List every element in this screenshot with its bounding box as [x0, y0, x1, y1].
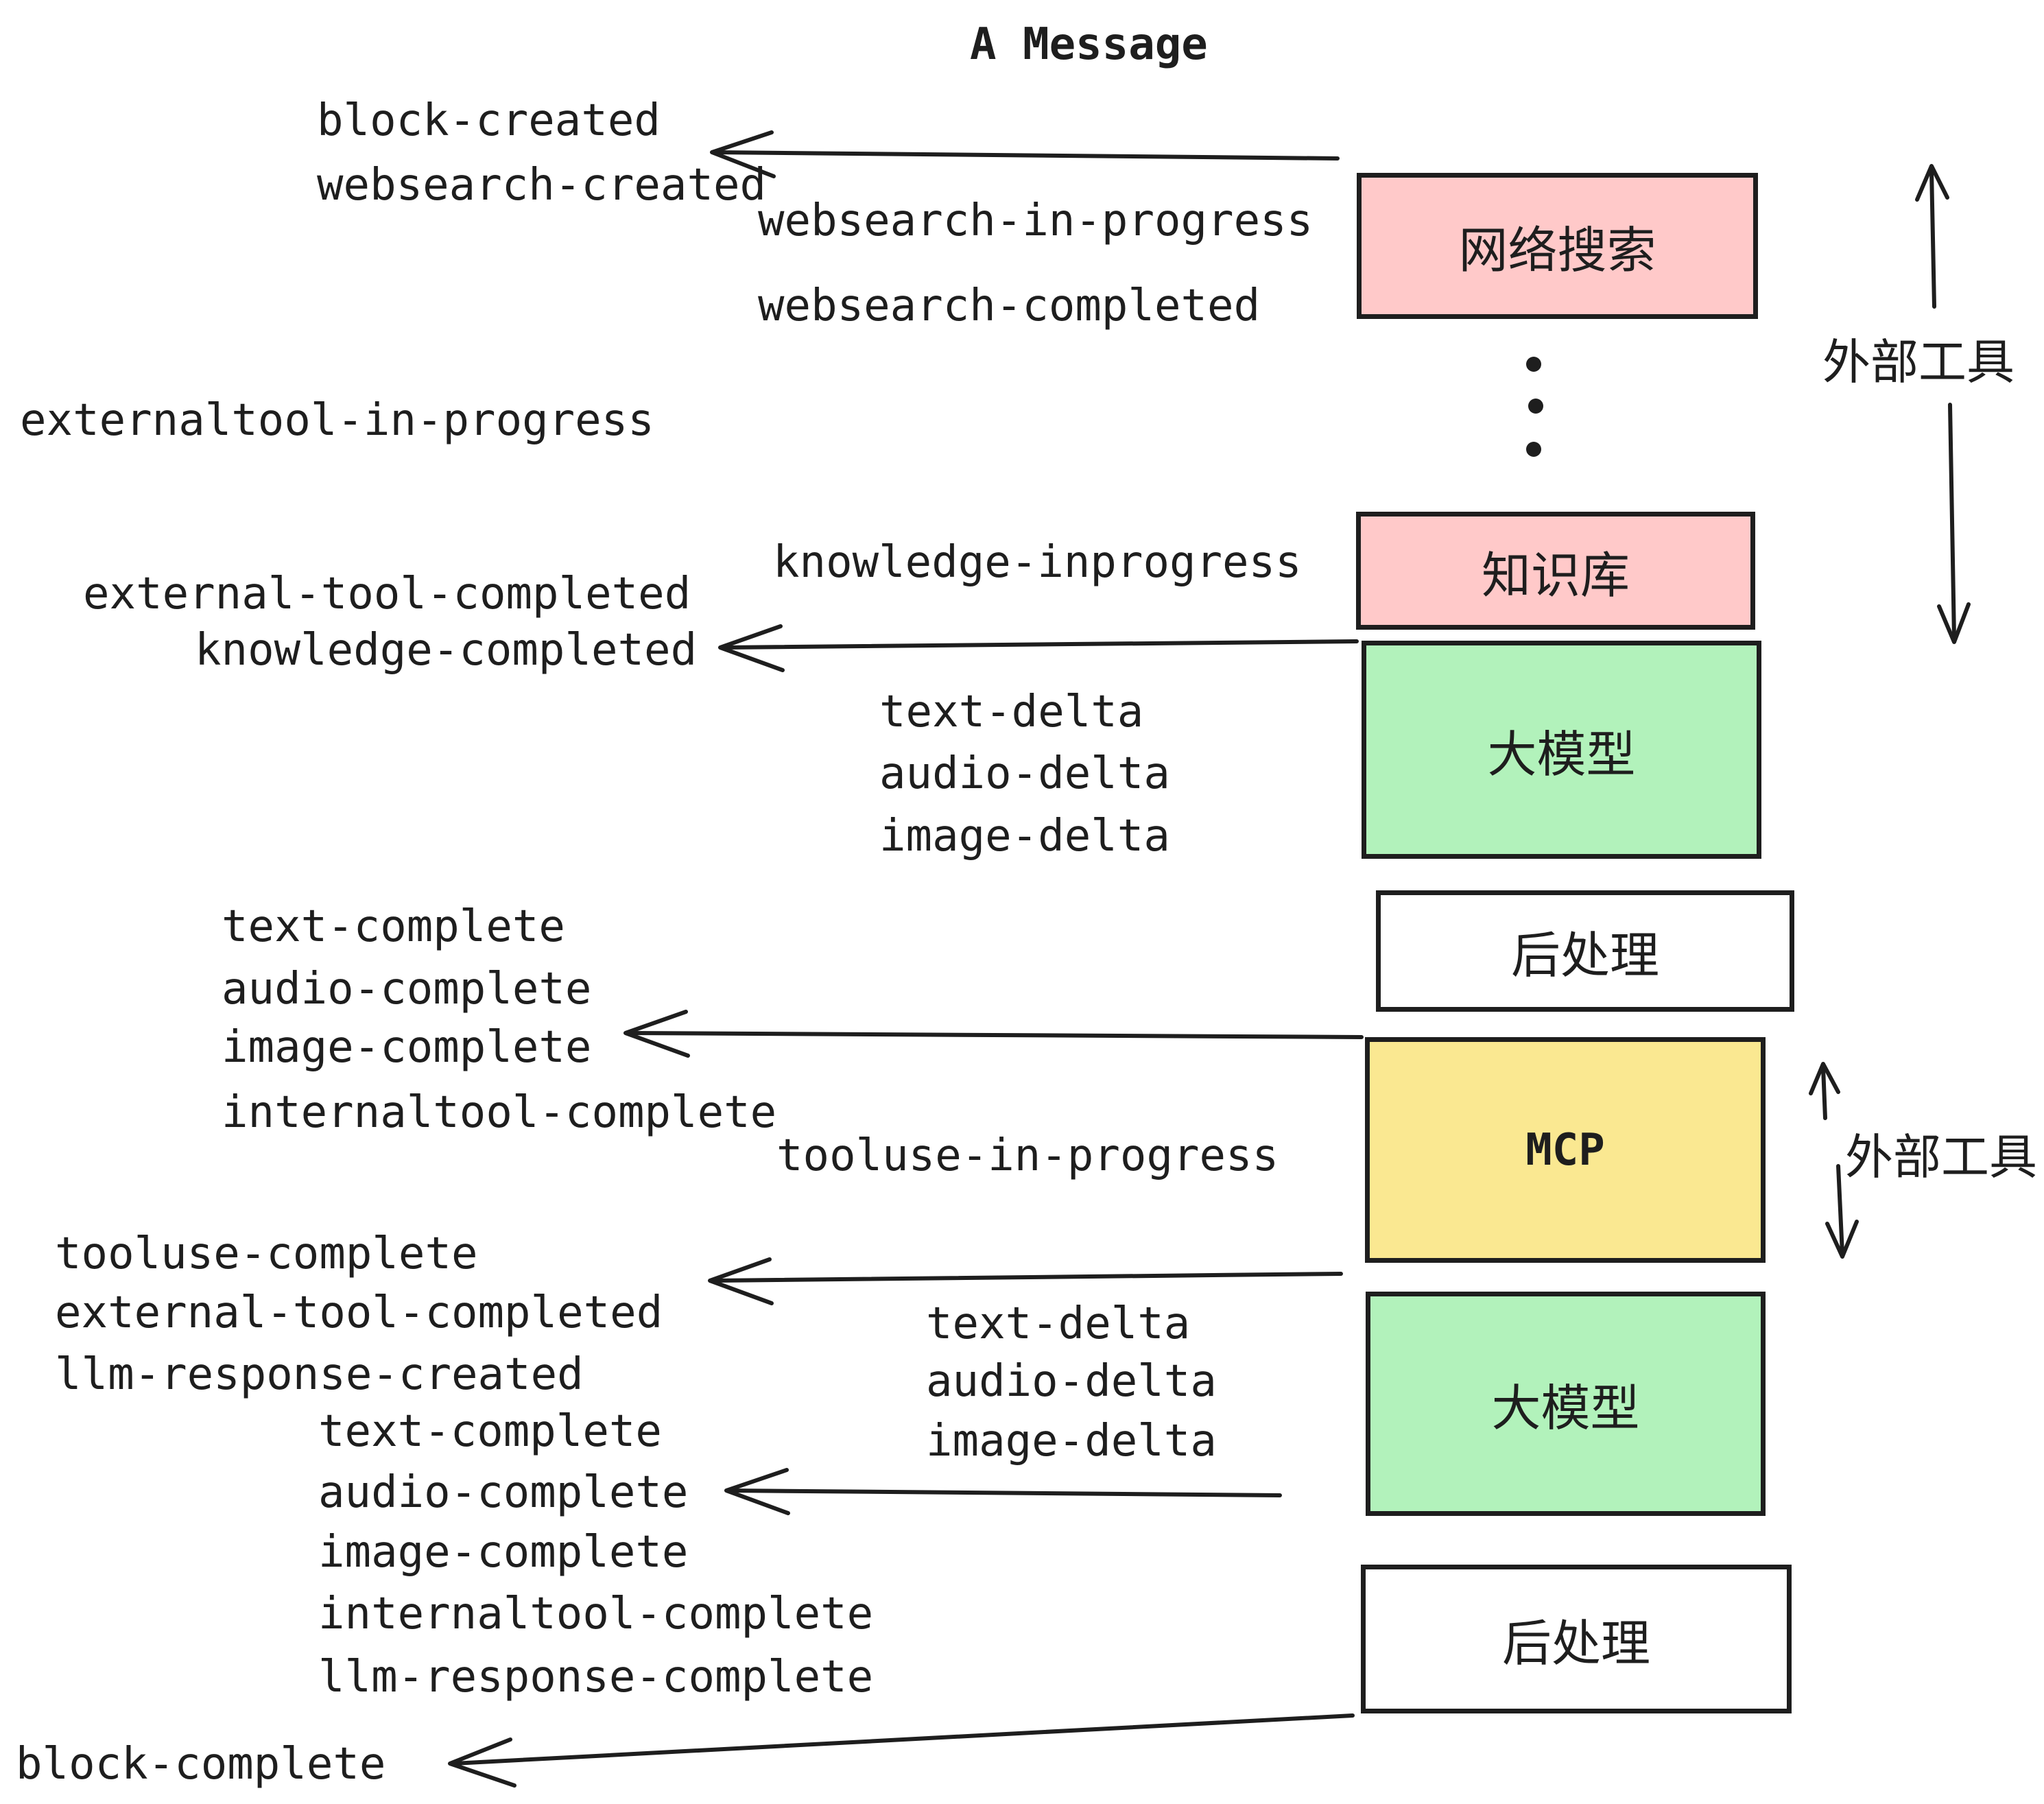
event-label-externaltool-in-progress: externaltool-in-progress — [20, 395, 654, 446]
event-label-llm-response-complete: llm-response-complete — [318, 1652, 874, 1702]
event-label-text-delta-2: text-delta — [926, 1298, 1191, 1349]
box-mcp: MCP — [1365, 1037, 1766, 1263]
side-label-external-tools-top: 外部工具 — [1822, 335, 2015, 389]
side-label-external-tools-mcp: 外部工具 — [1845, 1130, 2037, 1184]
event-label-text-complete-1: text-complete — [222, 901, 565, 952]
box-llm-1: 大模型 — [1362, 641, 1761, 859]
event-label-tooluse-complete: tooluse-complete — [55, 1229, 478, 1279]
event-label-knowledge-inprogress: knowledge-inprogress — [773, 537, 1302, 588]
box-postprocess-1-label: 后处理 — [1510, 929, 1659, 984]
event-label-audio-complete-1: audio-complete — [222, 964, 592, 1014]
box-postprocess-1: 后处理 — [1376, 890, 1794, 1012]
box-postprocess-2-label: 后处理 — [1501, 1617, 1650, 1672]
event-label-llm-response-created: llm-response-created — [55, 1349, 584, 1400]
event-label-audio-delta-1: audio-delta — [879, 748, 1170, 799]
box-mcp-label: MCP — [1525, 1124, 1605, 1176]
box-websearch: 网络搜索 — [1357, 173, 1758, 319]
box-knowledge-label: 知识库 — [1481, 548, 1630, 604]
box-llm-2-label: 大模型 — [1491, 1381, 1640, 1436]
event-label-tooluse-in-progress: tooluse-in-progress — [776, 1130, 1279, 1181]
event-label-websearch-completed: websearch-completed — [758, 281, 1261, 331]
arrow-left-image-complete-icon — [623, 1010, 1364, 1058]
event-label-internaltool-complete-1: internaltool-complete — [222, 1087, 777, 1138]
box-websearch-label: 网络搜索 — [1458, 224, 1656, 278]
arrow-left-tooluse-complete-icon — [708, 1257, 1343, 1305]
page-title: A Message — [970, 19, 1208, 70]
event-label-external-tool-completed-1: external-tool-completed — [83, 569, 691, 619]
event-label-image-delta-1: image-delta — [879, 811, 1170, 862]
event-label-text-complete-2: text-complete — [318, 1406, 662, 1457]
event-label-image-complete-1: image-complete — [222, 1022, 592, 1073]
event-label-internaltool-complete-2: internaltool-complete — [318, 1589, 874, 1639]
arrow-left-audio-complete-icon — [724, 1468, 1282, 1515]
event-label-audio-complete-2: audio-complete — [318, 1467, 689, 1518]
double-arrow-external-tools-top-icon — [1915, 164, 1971, 644]
double-arrow-external-tools-mcp-icon — [1809, 1062, 1859, 1259]
vertical-ellipsis-icon — [1526, 357, 1543, 457]
event-label-block-complete: block-complete — [16, 1739, 386, 1790]
event-label-audio-delta-2: audio-delta — [926, 1356, 1217, 1407]
event-label-image-complete-2: image-complete — [318, 1527, 689, 1578]
event-label-image-delta-2: image-delta — [926, 1416, 1217, 1467]
box-knowledge: 知识库 — [1356, 512, 1755, 630]
arrow-left-block-complete-icon — [448, 1713, 1355, 1788]
event-label-websearch-in-progress: websearch-in-progress — [758, 195, 1314, 246]
event-label-text-delta-1: text-delta — [879, 687, 1144, 737]
event-label-knowledge-completed: knowledge-completed — [195, 625, 698, 676]
event-label-websearch-created: websearch-created — [317, 160, 767, 211]
box-llm-1-label: 大模型 — [1487, 727, 1636, 783]
arrow-left-websearch-created-icon — [710, 130, 1340, 178]
event-label-block-created: block-created — [317, 95, 661, 146]
box-postprocess-2: 后处理 — [1361, 1565, 1792, 1713]
event-label-external-tool-completed-2: external-tool-completed — [55, 1287, 663, 1338]
box-llm-2: 大模型 — [1366, 1292, 1766, 1516]
arrow-left-knowledge-completed-icon — [718, 624, 1359, 672]
